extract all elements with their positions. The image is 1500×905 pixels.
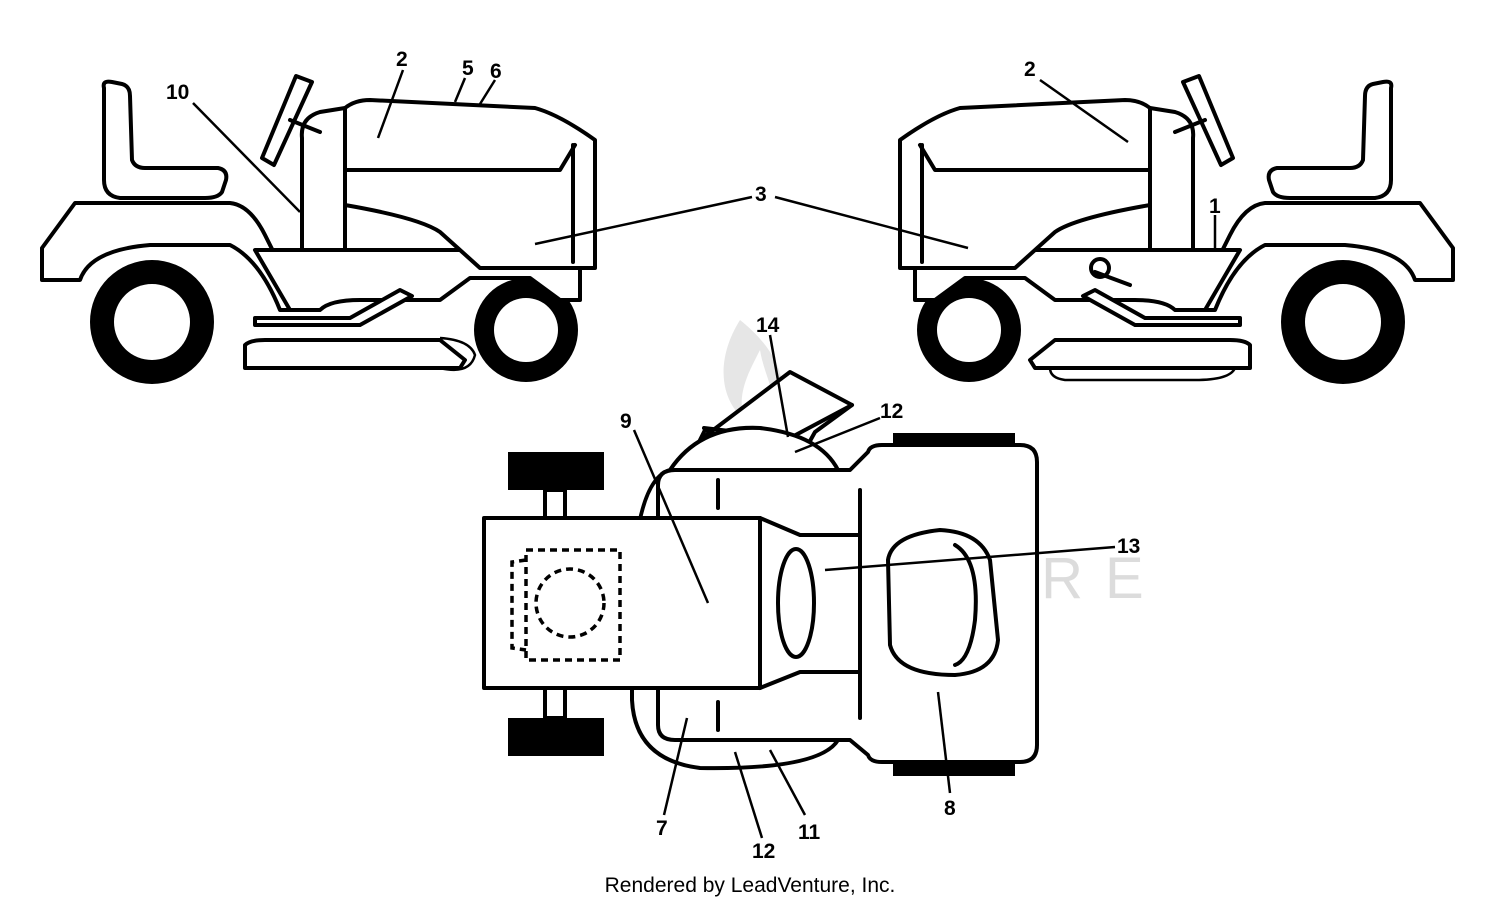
left-steering-column [288, 118, 322, 134]
top-steering-wheel [776, 547, 816, 659]
top-right-rear-tire [508, 718, 604, 756]
top-hood-vent-inner [953, 543, 978, 667]
left-mower-deck [243, 338, 467, 370]
callout-3: 3 [755, 183, 767, 206]
leader-2a [376, 69, 405, 139]
leader-11 [768, 749, 807, 816]
callout-12-bottom: 12 [752, 840, 775, 863]
right-steering-column [1173, 118, 1207, 134]
right-deck-skirt [1048, 367, 1237, 382]
leader-3-right [774, 195, 969, 250]
callout-10: 10 [166, 81, 189, 104]
callout-1: 1 [1209, 195, 1221, 218]
leader-9 [632, 429, 710, 604]
top-fuel-cap [534, 567, 606, 639]
right-steering-wheel [1181, 74, 1235, 167]
leader-6 [478, 79, 497, 105]
footer-credit: Rendered by LeadVenture, Inc. [605, 874, 896, 897]
leader-12-bottom [733, 751, 764, 839]
left-seat [101, 79, 229, 200]
right-rear-wheel-hub [1305, 284, 1381, 360]
left-deck-chute [439, 336, 477, 372]
callout-2-left: 2 [396, 48, 408, 71]
right-footrest [1081, 288, 1242, 327]
callouts: 10 2 5 6 3 2 1 14 12 9 13 8 7 12 11 [166, 48, 1221, 863]
callout-9: 9 [620, 410, 632, 433]
left-hood [343, 98, 597, 270]
top-fuel-box [524, 548, 622, 662]
leader-13 [824, 545, 1116, 572]
callout-12-top: 12 [880, 400, 903, 423]
left-rear-wheel-hub [114, 284, 190, 360]
right-hood-line [918, 143, 1152, 172]
callout-7: 7 [656, 817, 668, 840]
right-front-wheel-hub [937, 298, 1001, 362]
leader-3-left [534, 195, 753, 246]
top-view-tractor [482, 370, 1039, 776]
leader-2b [1039, 78, 1129, 144]
callout-6: 6 [490, 60, 502, 83]
right-lift-lever [1093, 270, 1132, 287]
top-hood-vent [886, 528, 1000, 677]
top-left-rear-tire [508, 452, 604, 490]
top-axle-upper [543, 488, 567, 522]
callout-11: 11 [798, 821, 821, 844]
left-rear-fender [40, 201, 302, 312]
leader-14 [768, 334, 790, 438]
flame-logo-icon [723, 320, 783, 425]
left-hood-line [343, 143, 577, 172]
leader-8 [936, 691, 952, 794]
callout-13: 13 [1117, 535, 1140, 558]
left-side-tractor [40, 74, 597, 384]
callout-5: 5 [462, 57, 474, 80]
left-footrest [253, 288, 414, 327]
leader-10 [192, 102, 301, 213]
leader-12-top [794, 416, 881, 454]
callout-8: 8 [944, 797, 956, 820]
right-rear-fender [1193, 201, 1455, 312]
right-seat [1266, 79, 1394, 200]
leader-5 [453, 77, 467, 103]
leader-7 [662, 717, 689, 816]
left-front-wheel-hub [494, 298, 558, 362]
right-side-tractor [898, 74, 1455, 384]
right-hood [898, 98, 1152, 270]
top-axle-lower [543, 686, 567, 720]
callout-2-right: 2 [1024, 58, 1036, 81]
right-mower-deck [1028, 338, 1252, 370]
leader-lines [192, 69, 1217, 839]
left-steering-wheel [260, 74, 314, 167]
callout-14: 14 [756, 314, 780, 337]
